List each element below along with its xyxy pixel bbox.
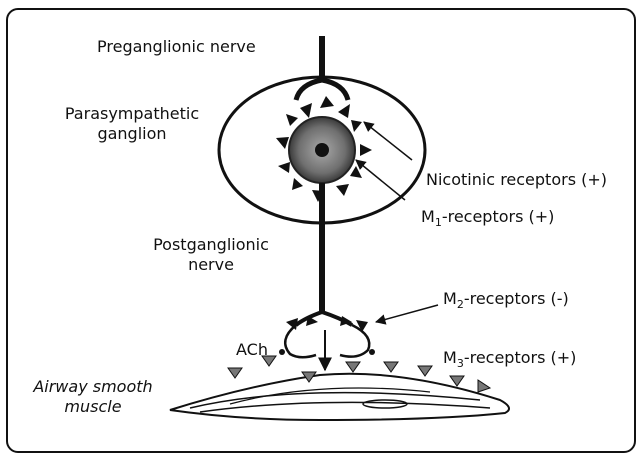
preganglionic-label: Preganglionic nerve bbox=[97, 37, 256, 57]
ganglion-label-line2: ganglion bbox=[48, 124, 216, 144]
muscle-label-line1: Airway smooth bbox=[18, 377, 168, 397]
muscle-label-line2: muscle bbox=[18, 397, 168, 417]
preganglionic-terminal bbox=[296, 80, 348, 100]
postganglionic-label: Postganglionic nerve bbox=[145, 235, 277, 275]
muscle-label: Airway smooth muscle bbox=[18, 377, 168, 417]
m2-suffix: -receptors (-) bbox=[464, 289, 569, 308]
m2-subscript: 2 bbox=[457, 298, 464, 311]
m2-prefix: M bbox=[443, 289, 457, 308]
m2-label: M2-receptors (-) bbox=[443, 289, 569, 309]
m1-subscript: 1 bbox=[435, 216, 442, 229]
ach-label: ACh bbox=[236, 340, 268, 360]
varicosity-left bbox=[285, 325, 316, 357]
m3-suffix: -receptors (+) bbox=[464, 348, 577, 367]
m1-prefix: M bbox=[421, 207, 435, 226]
m1-pointer bbox=[356, 160, 405, 200]
m3-prefix: M bbox=[443, 348, 457, 367]
nicotinic-pointer bbox=[364, 122, 412, 160]
m3-subscript: 3 bbox=[457, 357, 464, 370]
m2-pointer bbox=[376, 305, 438, 322]
m1-label: M1-receptors (+) bbox=[421, 207, 554, 227]
varicosity-right bbox=[340, 325, 369, 357]
ganglion-label: Parasympathetic ganglion bbox=[48, 104, 216, 144]
m2-receptors bbox=[279, 316, 375, 355]
m3-label: M3-receptors (+) bbox=[443, 348, 576, 368]
ganglion-label-line1: Parasympathetic bbox=[48, 104, 216, 124]
postganglionic-label-line1: Postganglionic bbox=[145, 235, 277, 255]
m1-suffix: -receptors (+) bbox=[442, 207, 555, 226]
nucleus bbox=[315, 143, 329, 157]
postganglionic-label-line2: nerve bbox=[145, 255, 277, 275]
nicotinic-label: Nicotinic receptors (+) bbox=[426, 170, 607, 190]
